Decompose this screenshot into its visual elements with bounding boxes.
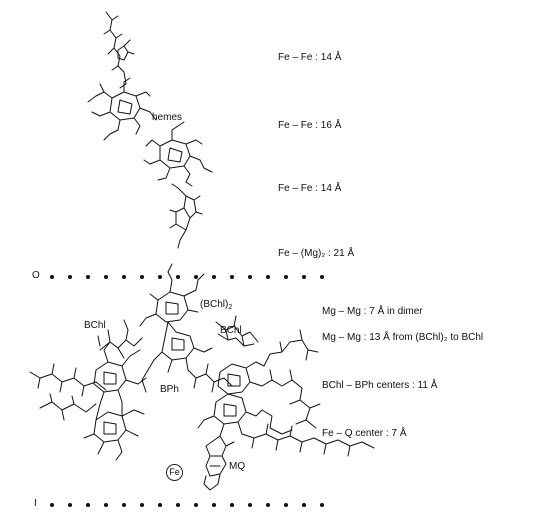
label-fe-circled: Fe	[166, 464, 183, 481]
special-pair-bchl2	[139, 263, 213, 373]
distance-fe-q: Fe – Q center : 7 Å	[322, 428, 407, 439]
membrane-outer-marker: O	[32, 270, 40, 281]
heme-1-edge-on	[103, 11, 135, 89]
membrane-boundary-bottom	[50, 503, 324, 507]
bchl-left-upper-chain	[97, 319, 143, 359]
menaquinone	[203, 435, 235, 491]
distance-mg-mg-bchl: Mg – Mg : 13 Å from (BChl)₂ to BChl	[322, 332, 484, 343]
distance-fe-fe-3: Fe – Fe : 14 Å	[278, 183, 342, 194]
heme-3	[143, 121, 213, 187]
label-special-pair-text: (BChl)	[200, 299, 229, 310]
distance-bchl-bph: BChl – BPh centers : 11 Å	[322, 380, 438, 391]
label-bchl-left: BChl	[84, 320, 106, 331]
bchl-bph-left	[83, 341, 147, 461]
bchl-left-phytyl-chain	[29, 363, 107, 421]
bchl-right-phytyl-chain	[261, 329, 321, 435]
heme-2	[87, 77, 157, 141]
distance-fe-fe-1: Fe – Fe : 14 Å	[278, 52, 342, 63]
label-special-pair-subscript: 2	[228, 304, 233, 311]
bchl-right-edge	[215, 315, 259, 347]
quinone-isoprenoid-chain	[241, 423, 375, 457]
label-bchl-right: BChl	[220, 325, 242, 336]
central-chain	[141, 363, 233, 393]
label-mq: MQ	[229, 461, 246, 472]
membrane-inner-marker: I	[34, 498, 37, 509]
label-bph: BPh	[160, 384, 179, 395]
bchl-bph-right	[197, 361, 265, 437]
distance-fe-mg2: Fe – (Mg)₂ : 21 Å	[278, 248, 355, 259]
distance-fe-fe-2: Fe – Fe : 16 Å	[278, 120, 342, 131]
heme-4-tilted	[169, 183, 203, 249]
distance-mg-mg-dimer: Mg – Mg : 7 Å in dimer	[322, 306, 423, 317]
label-hemes: hemes	[152, 112, 183, 123]
label-special-pair: (BChl)2	[200, 299, 232, 311]
membrane-boundary-top	[50, 275, 324, 279]
